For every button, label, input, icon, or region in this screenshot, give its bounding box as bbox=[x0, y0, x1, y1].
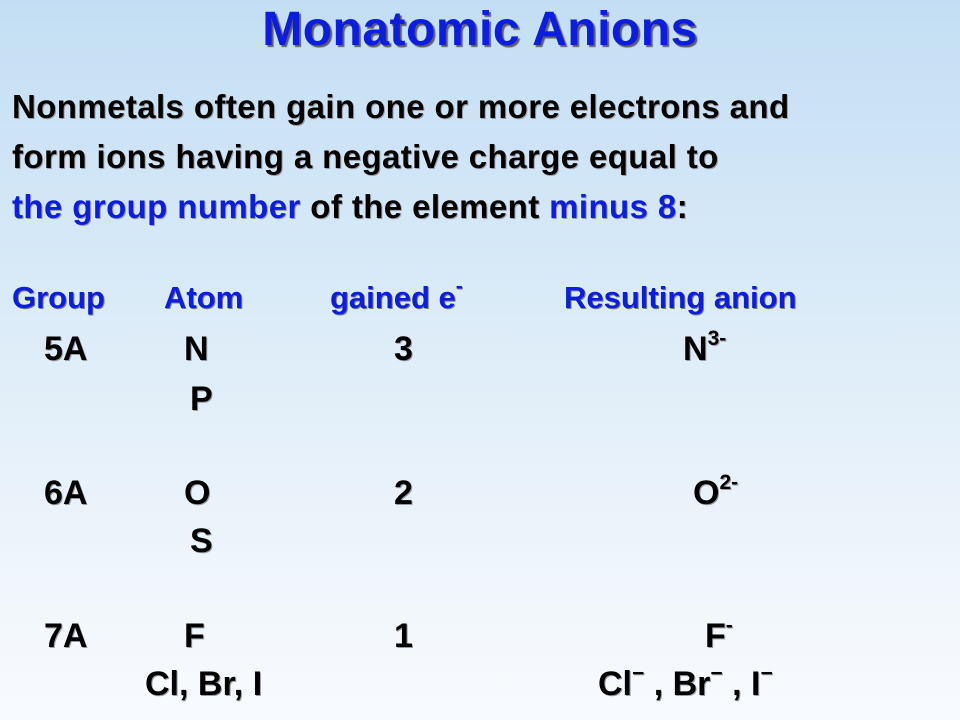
row-6a-atom: O bbox=[184, 474, 211, 512]
anion-i-charge: − bbox=[760, 662, 773, 685]
anion-separator: , bbox=[644, 665, 673, 703]
highlight-minus-8: minus 8 bbox=[549, 188, 677, 225]
row-6a-group: 6A bbox=[44, 474, 88, 512]
row-p-atom: P bbox=[190, 380, 213, 418]
anion-cl: Cl bbox=[598, 665, 632, 703]
row-5a-group: 5A bbox=[44, 330, 88, 368]
intro-line-1: Nonmetals often gain one or more electro… bbox=[12, 88, 790, 125]
row-7a-gained: 1 bbox=[394, 617, 413, 655]
slide-title: Monatomic Anions bbox=[262, 3, 698, 56]
row-5a-atom: N bbox=[184, 330, 209, 368]
anion-symbol: F bbox=[705, 617, 726, 655]
row-halogens-atoms: Cl, Br, I bbox=[145, 665, 263, 703]
row-halogens-anions: Cl− , Br− , I− bbox=[598, 662, 773, 704]
anion-br: Br bbox=[672, 665, 711, 703]
row-6a-gained: 2 bbox=[394, 474, 413, 512]
header-resulting-anion: Resulting anion bbox=[564, 280, 797, 315]
intro-line-3-middle: of the element bbox=[300, 188, 550, 225]
row-7a-anion: F- bbox=[705, 614, 733, 656]
header-atom: Atom bbox=[164, 280, 244, 315]
anion-i: I bbox=[751, 665, 761, 703]
anion-symbol: O bbox=[693, 474, 720, 512]
anion-cl-charge: − bbox=[632, 662, 645, 685]
intro-line-2: form ions having a negative charge equal… bbox=[12, 138, 719, 175]
row-6a-anion: O2- bbox=[693, 471, 739, 513]
row-7a-atom: F bbox=[184, 617, 205, 655]
anion-symbol: N bbox=[683, 330, 708, 368]
anion-charge: 3- bbox=[707, 327, 727, 350]
anion-charge: 2- bbox=[719, 471, 739, 494]
row-s-atom: S bbox=[190, 522, 213, 560]
anion-charge: - bbox=[725, 614, 733, 637]
header-gained-label: gained e bbox=[330, 280, 456, 315]
anion-br-charge: − bbox=[710, 662, 723, 685]
row-5a-anion: N3- bbox=[683, 327, 727, 369]
anion-separator: , bbox=[722, 665, 752, 703]
header-group: Group bbox=[12, 280, 105, 315]
intro-line-3: the group number of the element minus 8: bbox=[12, 188, 688, 226]
row-5a-gained: 3 bbox=[394, 330, 413, 368]
highlight-group-number: the group number bbox=[12, 188, 301, 225]
header-gained-electrons: gained e- bbox=[330, 276, 463, 316]
header-gained-sup: - bbox=[455, 275, 463, 298]
row-7a-group: 7A bbox=[44, 617, 88, 655]
intro-line-3-end: : bbox=[676, 188, 689, 225]
